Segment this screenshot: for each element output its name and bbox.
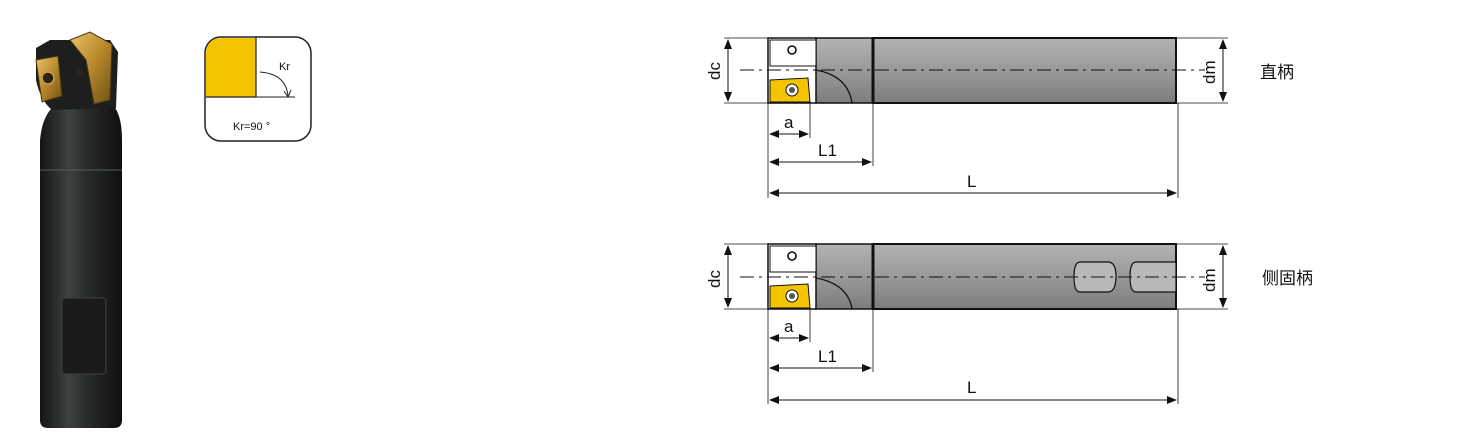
- l1-label: L1: [818, 141, 837, 160]
- shank-type-label: 侧固柄: [1262, 269, 1313, 289]
- dm-label: dm: [1200, 60, 1219, 84]
- shank-type-label: 直柄: [1260, 63, 1294, 83]
- approach-angle-icon: Kr Kr=90 °: [204, 36, 312, 142]
- end-mill-photo: [35, 31, 122, 428]
- kr-label: Kr: [279, 61, 290, 73]
- kr-angle-caption: Kr=90 °: [233, 121, 270, 133]
- dc-label: dc: [705, 62, 724, 80]
- dc-label: dc: [705, 270, 724, 288]
- dm-label: dm: [1200, 268, 1219, 292]
- drawing-straight-shank: dc dm a L1 L 直柄: [705, 37, 1294, 198]
- drawing-side-lock-shank: dc dm a L1 L 侧固柄: [705, 243, 1313, 404]
- l-label: L: [967, 378, 976, 397]
- l-label: L: [967, 172, 976, 191]
- a-label: a: [784, 113, 794, 132]
- l1-label: L1: [818, 347, 837, 366]
- a-label: a: [784, 317, 794, 336]
